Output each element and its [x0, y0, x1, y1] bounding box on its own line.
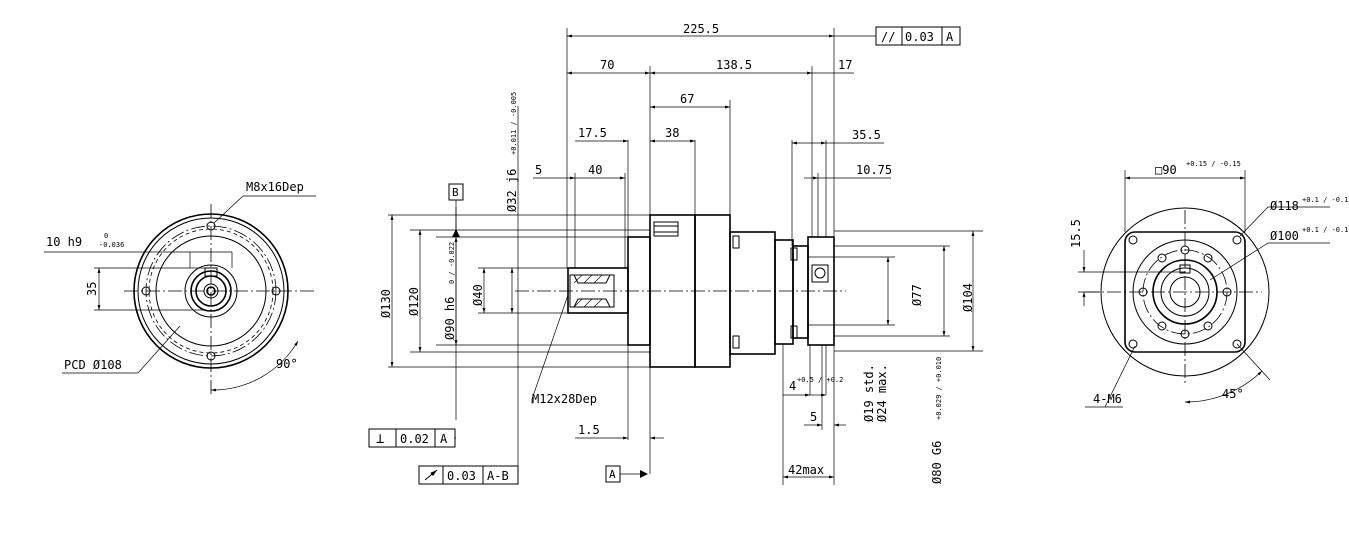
label-right-angle: 45°	[1222, 387, 1244, 401]
label-dim-38: 38	[665, 126, 679, 140]
label-perp-value: 0.02	[400, 432, 429, 446]
label-parallel-datum: A	[946, 30, 954, 44]
label-shaft-dia: Ø32 j6	[505, 169, 519, 212]
label-perp-symbol: ⊥	[376, 431, 384, 447]
right-view-labels: □90 +0.15 / -0.15 Ø118 +0.1 / -0.1 Ø100 …	[1069, 160, 1348, 406]
label-dim-17: 17	[838, 58, 852, 72]
label-key-height: 35	[85, 282, 99, 296]
label-overall-length: 225.5	[683, 22, 719, 36]
label-runout-datum: A-B	[487, 469, 509, 483]
label-parallel-symbol: //	[881, 30, 895, 44]
label-pcd: PCD Ø108	[64, 358, 122, 372]
label-key-tol-upper: 0	[104, 232, 108, 240]
label-dim-35-5: 35.5	[852, 128, 881, 142]
label-dia-40: Ø40	[471, 284, 485, 306]
label-parallel-value: 0.03	[905, 30, 934, 44]
label-dim-42max: 42max	[788, 463, 824, 477]
label-bore-max: Ø24 max.	[875, 364, 889, 422]
left-view-labels: M8x16Dep 10 h9 0 -0.036 35 PCD Ø108 90°	[46, 180, 304, 372]
label-datum-b: B	[452, 186, 459, 199]
side-view-body	[368, 26, 983, 485]
label-center-tap: M12x28Dep	[532, 392, 597, 406]
label-dia-100: Ø100	[1270, 229, 1299, 243]
label-dim-10-75: 10.75	[856, 163, 892, 177]
left-front-view	[44, 195, 316, 396]
label-dia-80: Ø80 G6	[930, 441, 944, 484]
label-dim-15-5: 15.5	[1069, 219, 1083, 248]
label-key-tol-lower: -0.036	[99, 241, 124, 249]
label-dia-90: Ø90 h6	[443, 297, 457, 340]
label-perp-datum: A	[440, 432, 448, 446]
label-dim-40: 40	[588, 163, 602, 177]
label-dim-4-tol: +0.5 / +0.2	[797, 376, 843, 384]
label-dia-77: Ø77	[910, 284, 924, 306]
label-holes: 4-M6	[1093, 392, 1122, 406]
label-dim-67: 67	[680, 92, 694, 106]
label-dim-5-right: 5	[810, 410, 817, 424]
label-dia-104: Ø104	[961, 283, 975, 312]
label-tapped-hole: M8x16Dep	[246, 180, 304, 194]
label-dim-70: 70	[600, 58, 614, 72]
label-dim-1-5: 1.5	[578, 423, 600, 437]
label-dia-80-tol: +0.029 / +0.010	[935, 357, 943, 420]
label-left-angle: 90°	[276, 357, 298, 371]
label-dia-100-tol: +0.1 / -0.1	[1302, 226, 1348, 234]
label-key-width: 10 h9	[46, 235, 82, 249]
label-dia-118-tol: +0.1 / -0.1	[1302, 196, 1348, 204]
label-dia-118: Ø118	[1270, 199, 1299, 213]
label-dim-5: 5	[535, 163, 542, 177]
label-square-tol: +0.15 / -0.15	[1186, 160, 1241, 168]
label-dia-120: Ø120	[407, 287, 421, 316]
right-end-view	[1078, 170, 1330, 408]
label-dia-130: Ø130	[379, 289, 393, 318]
label-dim-4: 4	[789, 379, 796, 393]
label-dim-138-5: 138.5	[716, 58, 752, 72]
label-bore-std: Ø19 std.	[862, 364, 876, 422]
label-dia-90-tol: 0 / -0.022	[448, 242, 456, 284]
label-datum-a: A	[609, 468, 616, 481]
label-square: □90	[1155, 163, 1177, 177]
label-dim-17-5: 17.5	[578, 126, 607, 140]
side-view-labels: 225.5 // 0.03 A 70 138.5 17 67 17.5 38 3…	[376, 22, 975, 484]
label-shaft-tol: +0.011 / -0.005	[510, 92, 518, 155]
label-runout-value: 0.03	[447, 469, 476, 483]
